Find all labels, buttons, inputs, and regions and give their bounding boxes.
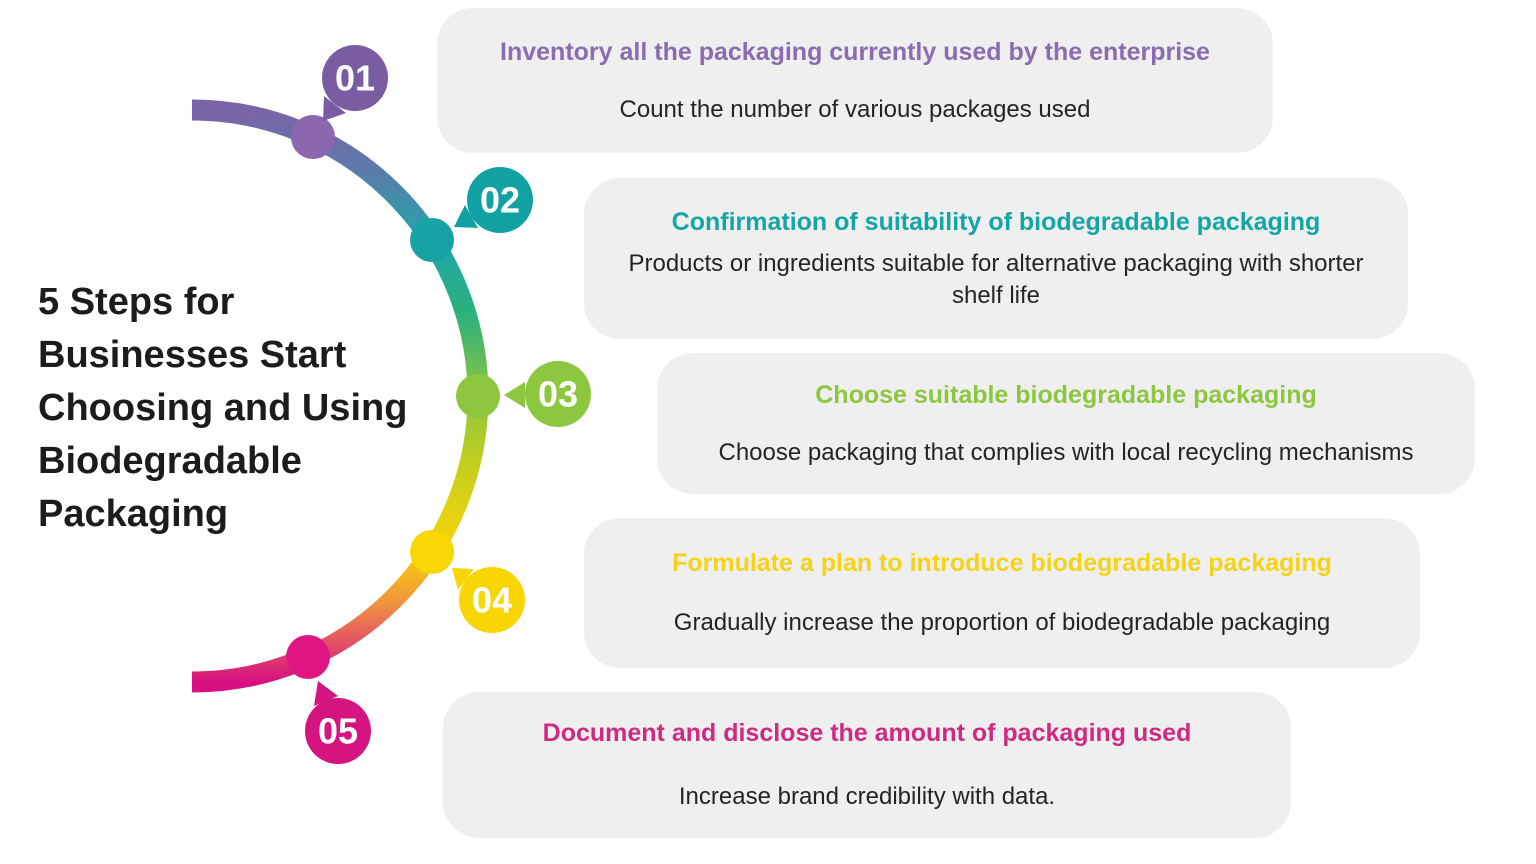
step-card-body: Count the number of various packages use… <box>619 95 1091 123</box>
badge-tail <box>452 568 474 590</box>
step-card-body: Choose packaging that complies with loca… <box>718 438 1414 466</box>
step-card-heading: Document and disclose the amount of pack… <box>542 719 1192 747</box>
badge-circle <box>305 698 371 764</box>
step-badge-02: 02 <box>454 167 533 233</box>
step-card-body: Increase brand credibility with data. <box>678 783 1056 810</box>
badge-number: 01 <box>335 58 375 99</box>
badge-number: 02 <box>480 180 520 221</box>
badge-circle <box>525 361 591 427</box>
step-card-body: Gradually increase the proportion of bio… <box>673 609 1331 636</box>
page-title: 5 Steps for Businesses Start Choosing an… <box>38 276 407 541</box>
process-arc: 01 02 03 04 05 <box>191 45 591 764</box>
step-badge-05: 05 <box>305 681 371 764</box>
badge-tail <box>504 382 525 408</box>
badge-circle <box>322 45 388 111</box>
step-card-heading: Formulate a plan to introduce biodegrada… <box>672 549 1332 577</box>
page-title-line: Businesses Start <box>38 334 347 376</box>
badge-tail <box>323 96 346 121</box>
step-card-heading: Confirmation of suitability of biodegrad… <box>671 207 1321 236</box>
step-dot-02 <box>410 218 454 262</box>
page-title-line: 5 Steps for <box>38 281 235 323</box>
badge-circle <box>459 567 525 633</box>
page-title-line: Biodegradable <box>38 440 302 482</box>
badge-tail <box>314 681 338 706</box>
step-badge-03: 03 <box>504 361 591 427</box>
badge-number: 03 <box>538 374 578 415</box>
step-card-02: Confirmation of suitability of biodegrad… <box>584 178 1408 339</box>
step-card-heading: Inventory all the packaging currently us… <box>500 37 1210 66</box>
step-dot-05 <box>286 635 330 679</box>
step-dot-03 <box>456 374 500 418</box>
badge-circle <box>467 167 533 233</box>
step-badge-01: 01 <box>322 45 388 121</box>
step-dot-01 <box>291 115 335 159</box>
step-card-01: Inventory all the packaging currently us… <box>437 8 1273 153</box>
step-dot-04 <box>410 530 454 574</box>
page-title-line: Packaging <box>38 493 229 535</box>
step-badge-04: 04 <box>452 567 525 633</box>
step-card-body: Products or ingredients suitable for alt… <box>628 249 1364 309</box>
badge-number: 04 <box>472 580 512 621</box>
page-title-line: Choosing and Using <box>38 387 408 429</box>
badge-number: 05 <box>318 711 358 752</box>
step-card-04: Formulate a plan to introduce biodegrada… <box>584 518 1420 668</box>
step-card-05: Document and disclose the amount of pack… <box>443 692 1291 838</box>
step-card-heading: Choose suitable biodegradable packaging <box>815 380 1317 409</box>
badge-tail <box>454 205 478 228</box>
step-card-03: Choose suitable biodegradable packaging … <box>657 353 1475 494</box>
